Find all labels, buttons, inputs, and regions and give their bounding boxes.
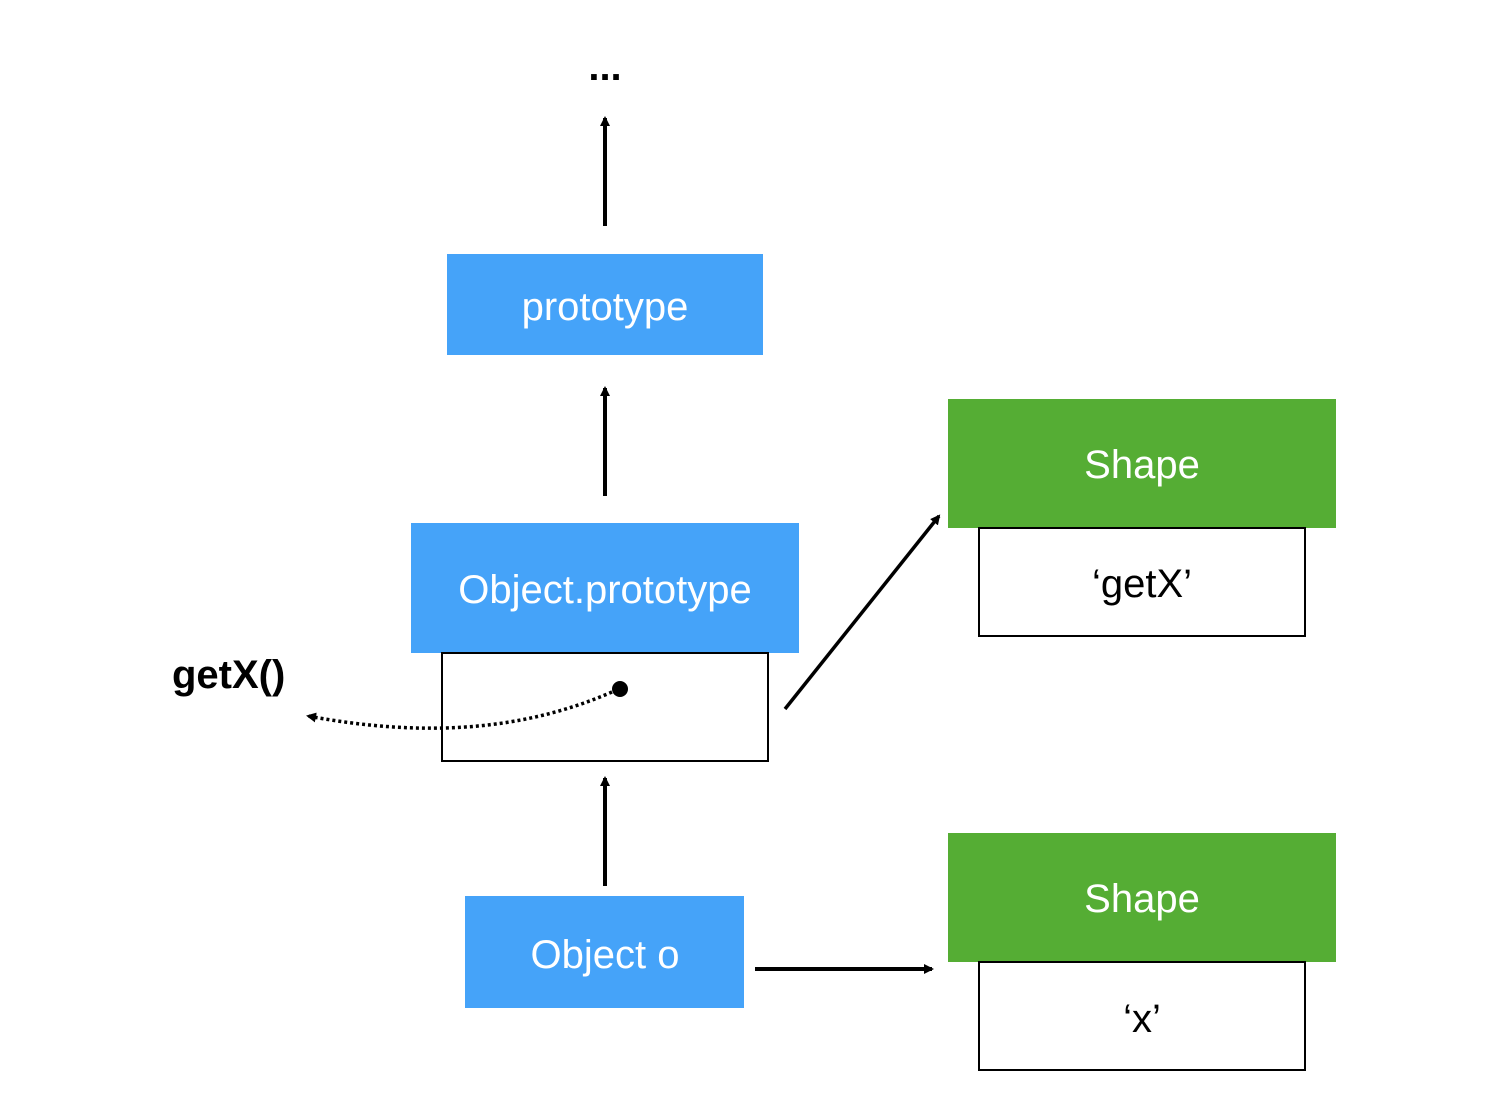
shape-bottom-header [948, 833, 1336, 962]
slot-dot [612, 681, 628, 697]
shape-top-property: ‘getX’ [1092, 562, 1192, 606]
shape-top-title: Shape [1084, 443, 1200, 487]
prototype-box [447, 254, 763, 355]
shape-top-header [948, 399, 1336, 528]
object-prototype-box [411, 523, 799, 653]
shape-node-top: Shape ‘getX’ [948, 399, 1336, 637]
ellipsis-label: ... [588, 45, 621, 89]
shape-bottom-title: Shape [1084, 877, 1200, 921]
arrow-object-prototype-to-shape [783, 514, 941, 711]
object-o-box [465, 896, 744, 1008]
object-prototype-label: Object.prototype [458, 568, 752, 612]
object-prototype-slot [441, 652, 769, 762]
object-prototype-node: Object.prototype [411, 523, 799, 762]
dotted-arrow-to-getx [306, 690, 613, 730]
object-o-node: Object o [465, 896, 744, 1008]
shape-bottom-property-box [978, 961, 1306, 1071]
prototype-label: prototype [522, 285, 689, 329]
object-o-label: Object o [531, 933, 680, 977]
shape-bottom-property: ‘x’ [1123, 997, 1161, 1041]
shape-top-property-box [978, 527, 1306, 637]
prototype-node: prototype [447, 254, 763, 355]
getx-method-label: getX() [172, 653, 285, 697]
shape-node-bottom: Shape ‘x’ [948, 833, 1336, 1071]
